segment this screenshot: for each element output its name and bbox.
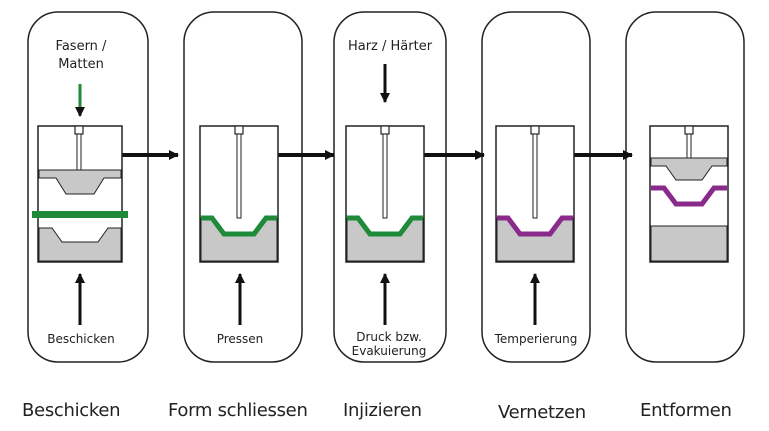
- step-panel-3: [333, 11, 447, 363]
- mold-step-5: [649, 125, 729, 263]
- caption-step-1: Beschicken: [22, 400, 121, 421]
- mold-step-2: [199, 125, 279, 263]
- label-step-1-bottom: Beschicken: [47, 332, 115, 346]
- caption-step-4: Vernetzen: [498, 402, 586, 423]
- mold-step-3: [345, 125, 425, 263]
- label-step-1-top: Fasern / Matten: [55, 39, 107, 72]
- cured-part: [651, 185, 727, 207]
- caption-step-3: Injizieren: [343, 400, 422, 421]
- mold-step-1: [32, 125, 128, 263]
- fiber-mat: [32, 211, 128, 218]
- step-panel-2: [183, 11, 303, 363]
- step-panel-5: [625, 11, 745, 363]
- step-panel-4: [481, 11, 591, 363]
- label-step-3-bottom: Druck bzw. Evakuierung: [351, 330, 427, 358]
- step-panel-1: [27, 11, 149, 363]
- caption-step-5: Entformen: [640, 400, 732, 421]
- label-step-3-top: Harz / Härter: [347, 39, 433, 54]
- caption-step-2: Form schliessen: [168, 400, 308, 421]
- label-step-2-bottom: Pressen: [216, 332, 264, 346]
- mold-step-4: [495, 125, 575, 263]
- label-step-4-bottom: Temperierung: [494, 332, 578, 346]
